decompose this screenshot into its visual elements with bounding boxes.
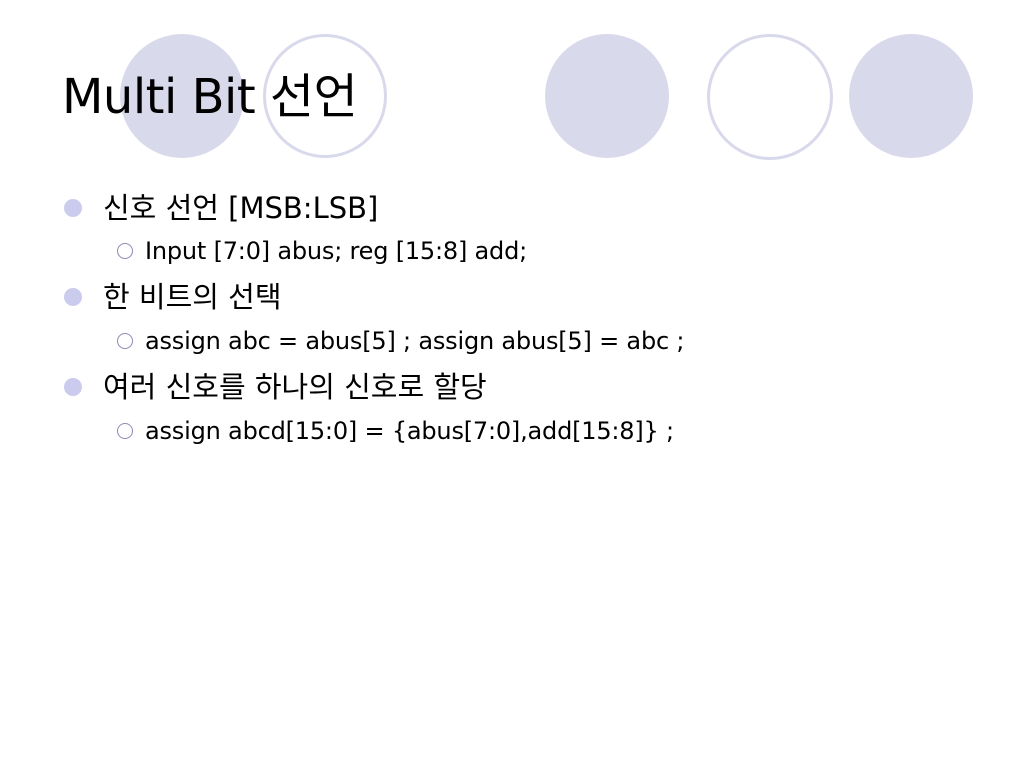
decorative-circle-ring-1 <box>263 34 387 158</box>
bullet-dot-icon <box>64 378 82 396</box>
sub-bullet-item-3-1: assign abcd[15:0] = {abus[7:0],add[15:8]… <box>145 417 674 445</box>
sub-bullet-item-2-1: assign abc = abus[5] ; assign abus[5] = … <box>145 327 685 355</box>
decorative-circle-ring-2 <box>707 34 833 160</box>
sub-bullet-circle-icon <box>117 243 133 259</box>
sub-bullet-circle-icon <box>117 333 133 349</box>
decorative-circle-filled-2 <box>545 34 669 158</box>
slide-title: Multi Bit 선언 <box>62 69 358 125</box>
sub-bullet-item-1-1: Input [7:0] abus; reg [15:8] add; <box>145 237 528 265</box>
bullet-item-3: 여러 신호를 하나의 신호로 할당 <box>103 370 487 404</box>
bullet-item-1: 신호 선언 [MSB:LSB] <box>103 191 379 225</box>
sub-bullet-circle-icon <box>117 423 133 439</box>
decorative-circle-filled-1 <box>120 34 244 158</box>
bullet-item-2: 한 비트의 선택 <box>103 280 282 314</box>
bullet-dot-icon <box>64 199 82 217</box>
bullet-dot-icon <box>64 288 82 306</box>
decorative-circle-filled-3 <box>849 34 973 158</box>
